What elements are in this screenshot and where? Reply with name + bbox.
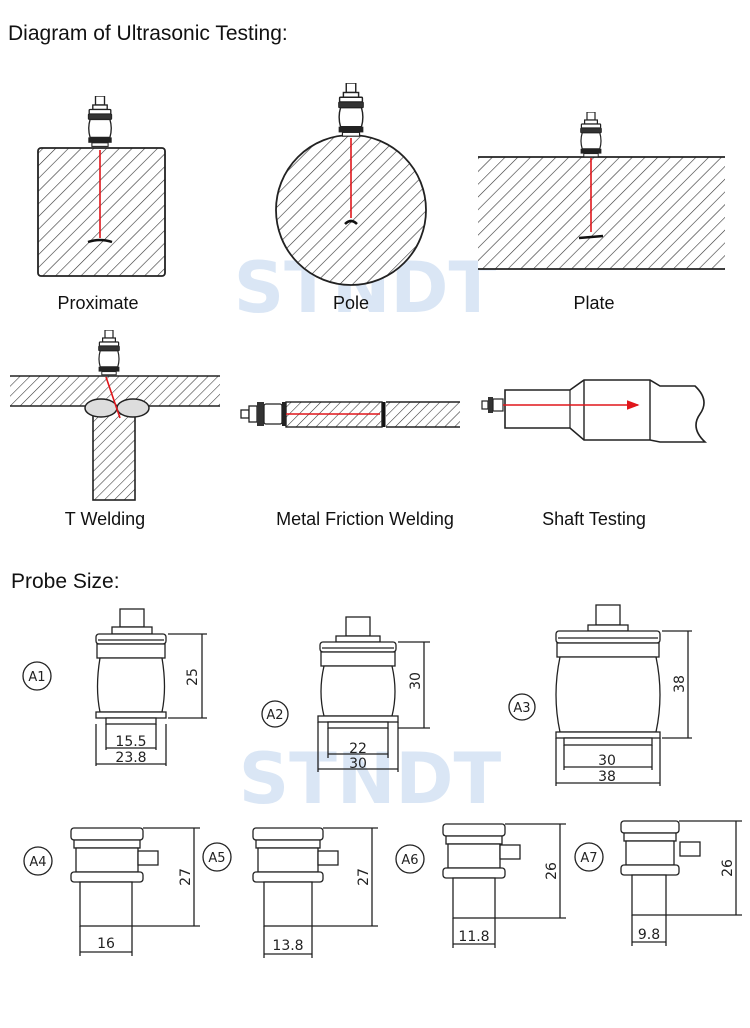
probe-size-heading: Probe Size:	[11, 570, 120, 593]
probe-a1	[22, 608, 207, 766]
probe-a6-width: 11.8	[458, 929, 489, 945]
probe-a1-inner: 15.5	[115, 734, 146, 750]
probe-a5-width: 13.8	[272, 938, 303, 954]
caption-t-welding: T Welding	[64, 509, 146, 529]
probe-a5-label: A5	[208, 851, 225, 866]
pole-diagram	[275, 83, 427, 286]
proximate-diagram	[37, 96, 166, 277]
probe-a7-height: 26	[720, 859, 736, 877]
friction-welding-diagram	[240, 401, 460, 428]
probe-a2-height: 30	[408, 672, 424, 690]
probe-a6	[395, 823, 566, 948]
probe-a1-label: A1	[28, 670, 45, 685]
probe-a4-width: 16	[97, 936, 115, 952]
caption-proximate: Proximate	[57, 293, 139, 313]
probe-a7-label: A7	[580, 851, 597, 866]
watermark-bottom: STNDT	[239, 738, 502, 820]
probe-a4-label: A4	[29, 855, 46, 870]
probe-a6-height: 26	[544, 862, 560, 880]
caption-pole: Pole	[332, 293, 370, 313]
probe-a6-label: A6	[401, 853, 418, 868]
probe-a2-inner: 22	[349, 741, 367, 757]
probe-a4-height: 27	[178, 868, 194, 886]
probe-a3-height: 38	[672, 675, 688, 693]
plate-diagram	[478, 112, 725, 270]
probe-a1-height: 25	[185, 668, 201, 686]
probe-a3-label: A3	[513, 701, 530, 716]
caption-plate: Plate	[573, 293, 615, 313]
t-welding-diagram	[10, 330, 220, 501]
shaft-testing-diagram	[481, 379, 708, 443]
probe-a3-outer: 38	[598, 769, 616, 785]
probe-a5	[202, 827, 378, 958]
caption-friction-welding: Metal Friction Welding	[276, 509, 454, 529]
probe-a5-height: 27	[356, 868, 372, 886]
caption-shaft-testing: Shaft Testing	[542, 509, 646, 529]
probe-a7-width: 9.8	[638, 927, 660, 943]
probe-a2	[261, 616, 430, 772]
probe-a7	[574, 820, 742, 946]
probe-a3-inner: 30	[598, 753, 616, 769]
probe-a2-label: A2	[266, 708, 283, 723]
probe-a1-outer: 23.8	[115, 750, 146, 766]
probe-a4	[23, 827, 200, 956]
probe-a2-outer: 30	[349, 756, 367, 772]
diagram-heading: Diagram of Ultrasonic Testing:	[8, 22, 288, 45]
probe-a3	[508, 604, 692, 786]
